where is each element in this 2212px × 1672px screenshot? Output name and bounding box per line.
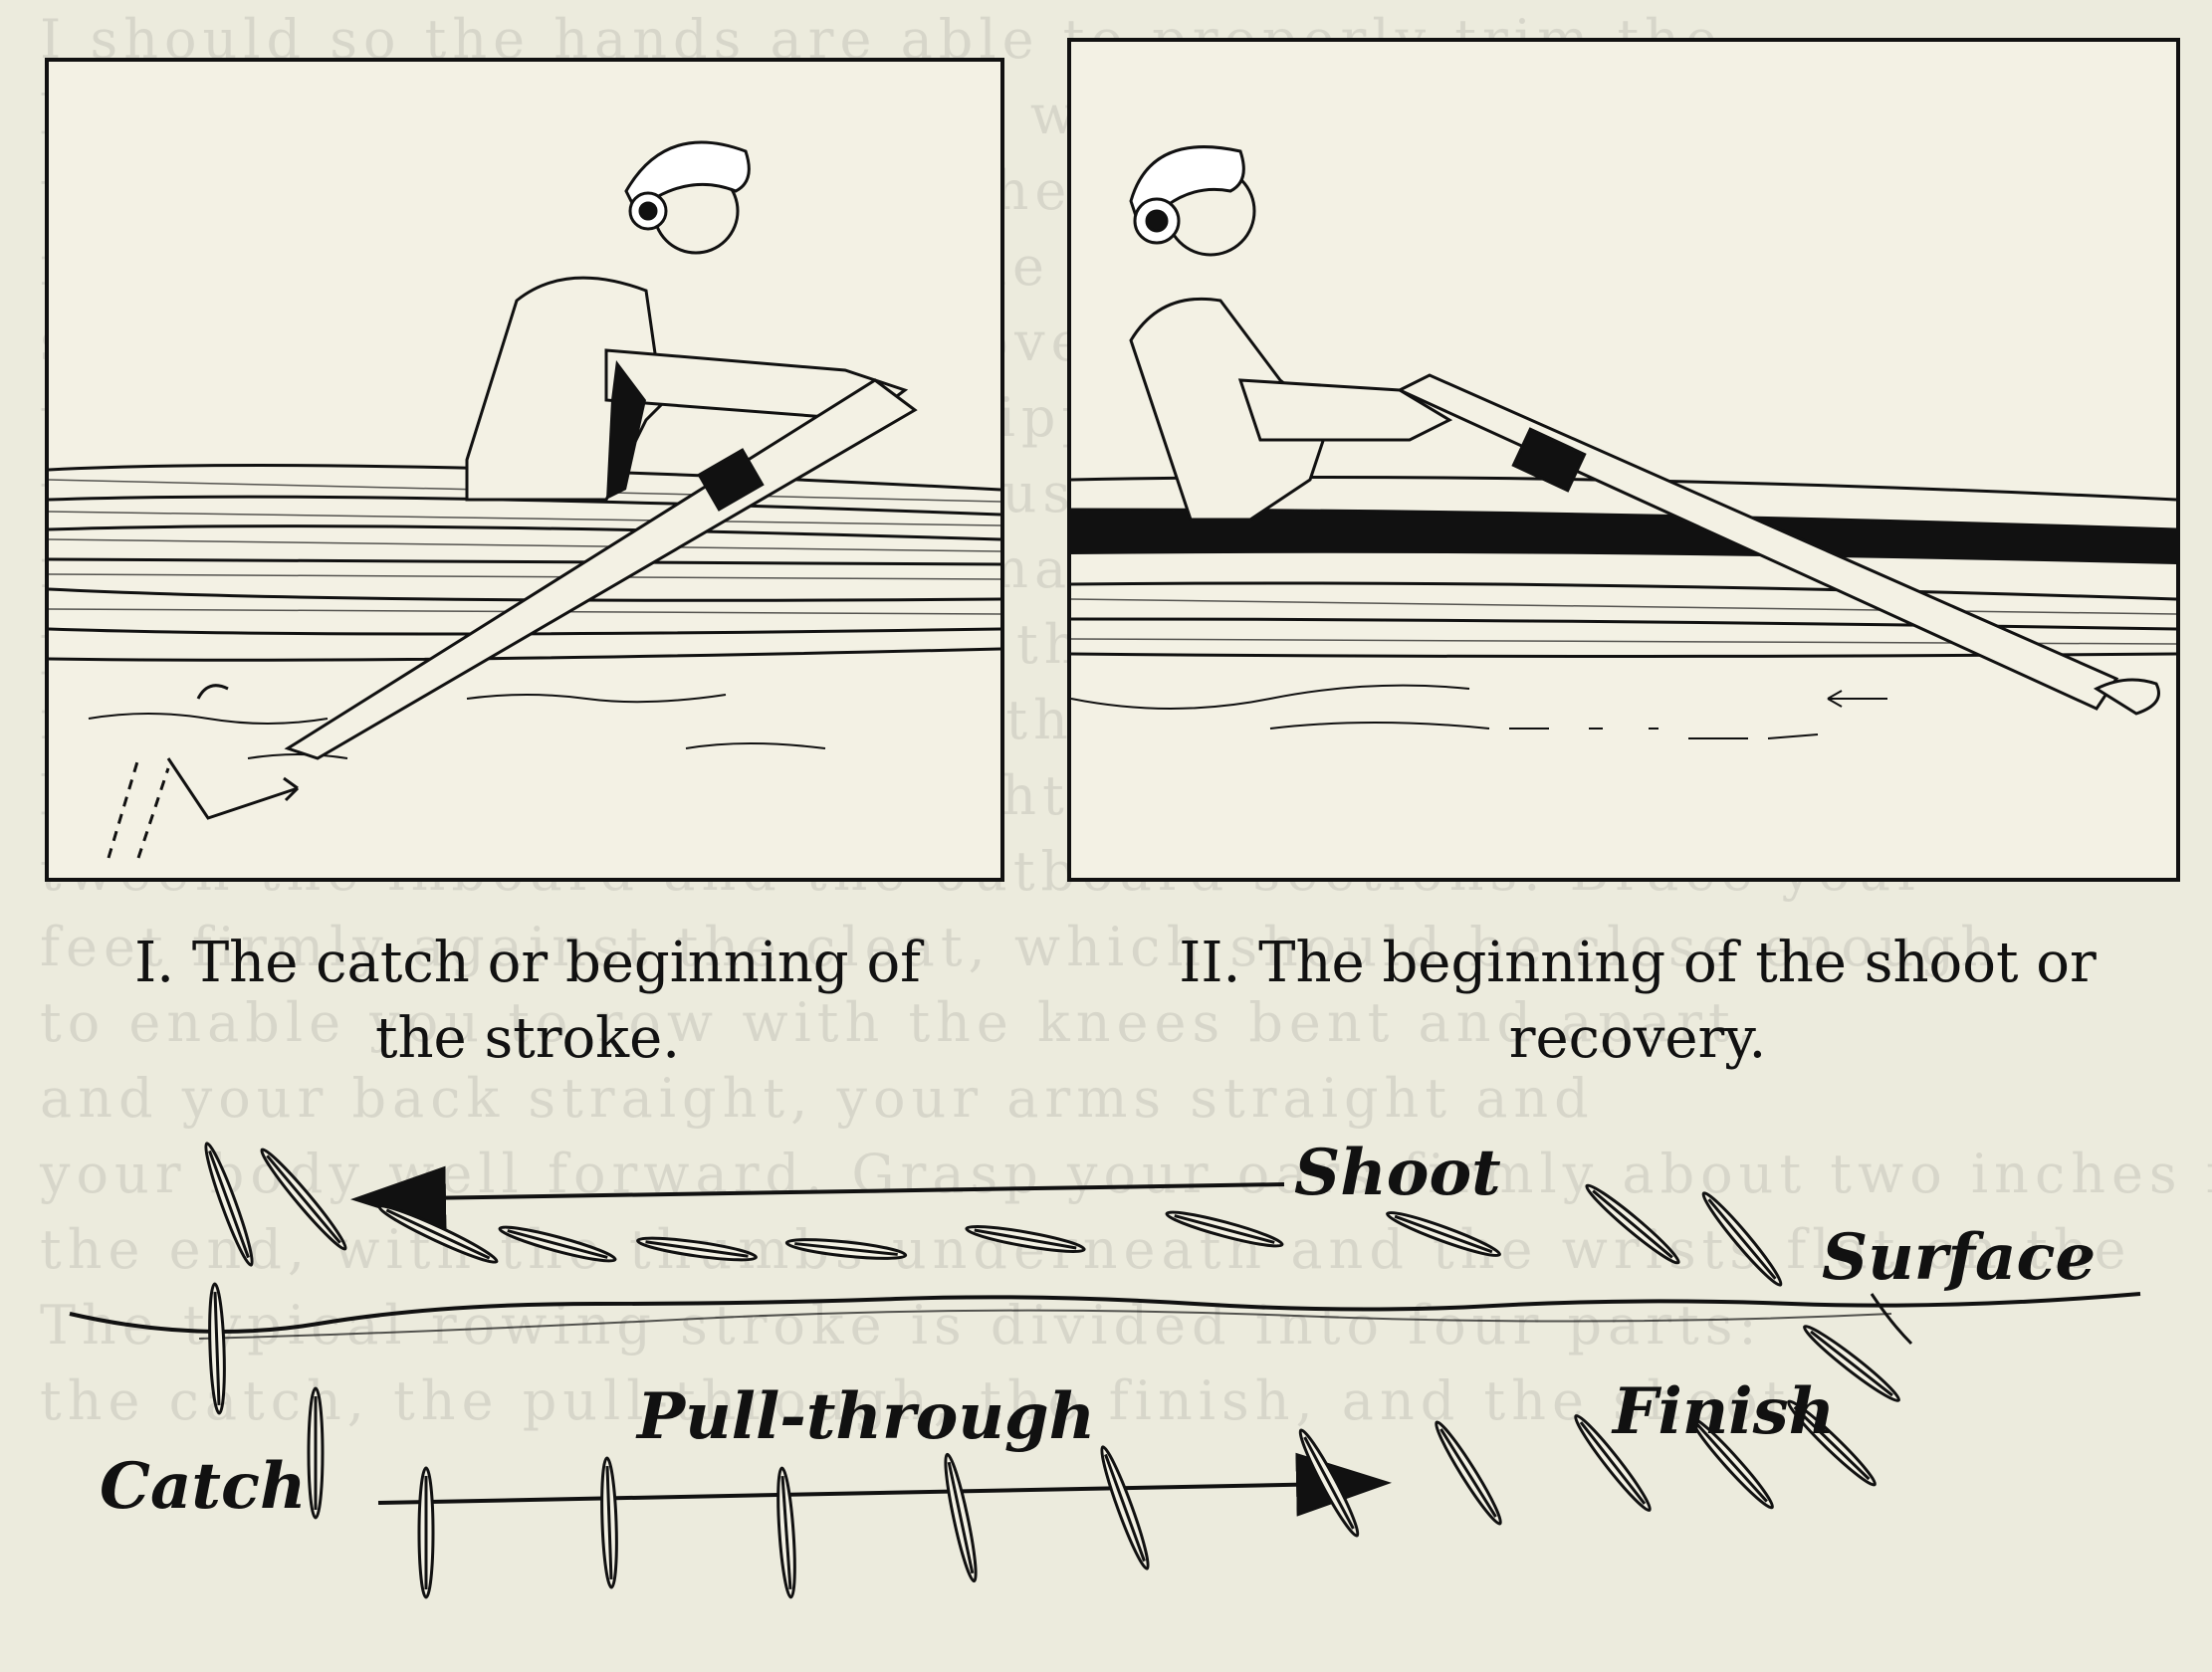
blade-mark-center	[947, 1461, 975, 1574]
blade-mark-center	[1707, 1198, 1777, 1280]
caption-figure-1-line-1: I. The catch or beginning of	[134, 931, 921, 995]
caption-figure-1: I. The catch or beginning of the stroke.	[60, 926, 995, 1077]
blade-mark-center	[605, 1465, 613, 1580]
finish-label: Finish	[1611, 1374, 1835, 1449]
catch-label: Catch	[100, 1449, 306, 1524]
shoot-label: Shoot	[1294, 1136, 1501, 1210]
pull-through-label: Pull-through	[635, 1379, 1095, 1454]
caption-figure-2: II. The beginning of the shoot or recove…	[1105, 926, 2170, 1077]
caption-figure-2-line-2: recovery.	[1508, 1006, 1767, 1071]
surface-label-pointer	[1870, 1293, 1913, 1346]
blade-mark-center	[1579, 1421, 1647, 1505]
blade-mark-center	[1174, 1214, 1275, 1244]
blade-mark-center	[1810, 1330, 1893, 1397]
catch-illustration-drawing	[49, 140, 1000, 859]
blade-mark-center	[974, 1228, 1077, 1250]
pull-through-arrow	[377, 1452, 1392, 1517]
blade-mark-center	[1793, 1405, 1871, 1481]
caption-figure-2-line-1: II. The beginning of the shoot or	[1179, 931, 2097, 995]
blade-mark-center	[1439, 1428, 1497, 1518]
blade-mark-center	[1104, 1453, 1146, 1563]
blade-mark-center	[1696, 1423, 1768, 1503]
blade-mark-center	[645, 1240, 749, 1258]
blade-mark-center	[208, 1150, 250, 1259]
illustration-catch	[45, 58, 1004, 882]
blade-mark-center	[794, 1242, 898, 1256]
blade-mark-center	[507, 1229, 608, 1259]
blade-mark-center	[266, 1154, 341, 1244]
surface-line-under	[198, 1309, 1892, 1340]
blade-mark-center	[385, 1208, 491, 1260]
shoot-arrow	[350, 1165, 1285, 1230]
blade-mark-center	[1592, 1189, 1673, 1259]
blade-mark-center	[1394, 1214, 1493, 1254]
caption-figure-1-line-2: the stroke.	[374, 1006, 681, 1071]
blade-mark-center	[213, 1291, 221, 1406]
surface-line	[69, 1292, 2141, 1334]
shoot-illustration-drawing	[1071, 145, 2176, 739]
blade-positions	[204, 1142, 1900, 1599]
illustration-shoot	[1067, 38, 2180, 882]
stroke-diagram: Shoot Surface Finish Pull-through Catch	[69, 1136, 2141, 1599]
surface-label: Surface	[1822, 1220, 2096, 1295]
blade-mark-center	[1303, 1436, 1355, 1530]
blade-mark-center	[780, 1476, 792, 1589]
